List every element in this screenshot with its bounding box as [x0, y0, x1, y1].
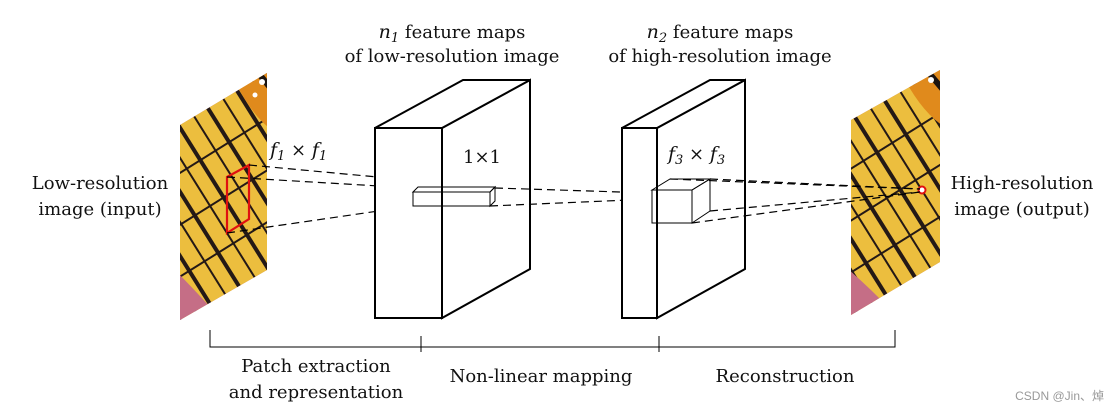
feature-block-1 [374, 78, 531, 320]
input-label-line1: Low-resolution [32, 173, 169, 194]
projection-line [669, 178, 921, 190]
kernel-size-3: f3 × f3 [666, 143, 725, 168]
feature-cuboid-1 [411, 185, 497, 208]
watermark: CSDN @Jin、焯 [1015, 389, 1104, 403]
input-image [180, 73, 267, 320]
output-pixel-highlight [917, 185, 927, 195]
kernel-size-2: 1×1 [463, 147, 501, 168]
stage-1-label-line1: Patch extraction [241, 356, 391, 377]
projection-line [709, 178, 921, 190]
feature-block-2 [621, 78, 746, 320]
input-label-line2: image (input) [38, 199, 161, 220]
stage-3-label: Reconstruction [716, 366, 855, 387]
feature-maps-1-title: n1 feature maps [379, 21, 526, 46]
input-patch-highlight [225, 163, 251, 236]
feature-maps-2-title: n2 feature maps [647, 21, 794, 46]
projection-line [709, 191, 921, 212]
output-image [851, 70, 940, 315]
stage-2-label: Non-linear mapping [450, 366, 633, 387]
feature-maps-1-subtitle: of low-resolution image [345, 46, 560, 67]
projection-line [248, 164, 496, 189]
stage-1-label-line2: and representation [229, 382, 404, 403]
output-label-line1: High-resolution [951, 173, 1094, 194]
projection-line [226, 176, 414, 189]
kernel-size-1: f1 × f1 [268, 139, 327, 164]
stage-bracket [209, 330, 896, 352]
output-label-line2: image (output) [954, 199, 1090, 220]
feature-maps-2-subtitle: of high-resolution image [608, 46, 831, 67]
